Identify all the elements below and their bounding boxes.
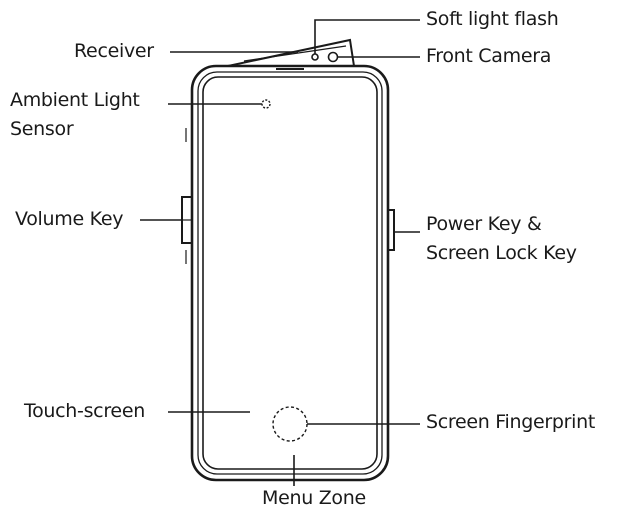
front-camera-icon bbox=[327, 51, 339, 63]
ambient-light-sensor-icon bbox=[261, 99, 271, 109]
phone-outer-body bbox=[190, 64, 390, 482]
label-front-camera: Front Camera bbox=[426, 45, 552, 67]
label-power-key-line1: Power Key & bbox=[426, 213, 542, 235]
label-menu-zone: Menu Zone bbox=[262, 487, 366, 509]
soft-light-flash-icon bbox=[311, 53, 319, 61]
leader-soft-light-flash bbox=[314, 19, 420, 54]
phone-screen bbox=[202, 76, 378, 470]
label-receiver: Receiver bbox=[74, 40, 154, 62]
label-ambient-light-line2: Sensor bbox=[10, 118, 74, 140]
label-ambient-light-line1: Ambient Light bbox=[10, 89, 140, 111]
popup-camera-ridge bbox=[243, 45, 347, 62]
label-power-key-line2: Screen Lock Key bbox=[426, 242, 577, 264]
label-soft-light-flash: Soft light flash bbox=[426, 8, 559, 30]
label-screen-fingerprint: Screen Fingerprint bbox=[426, 411, 596, 433]
power-key bbox=[387, 209, 395, 251]
label-volume-key: Volume Key bbox=[15, 208, 124, 230]
phone-inner-frame bbox=[197, 71, 383, 475]
screen-fingerprint-icon bbox=[272, 406, 308, 442]
label-touch-screen: Touch-screen bbox=[24, 400, 145, 422]
